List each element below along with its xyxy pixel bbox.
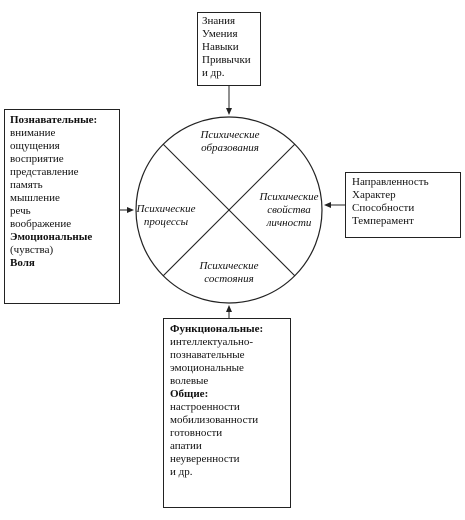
mental-processes-label-line-1: Психические [136, 203, 196, 215]
mental-states-label-line-2: состояния [204, 273, 254, 285]
habits-line: Привычки [202, 54, 251, 66]
attention-item: внимание [10, 127, 56, 139]
readiness-item: готовности [170, 427, 223, 439]
character-line: Характер [352, 189, 396, 201]
personality-properties-label-line-1: Психические [259, 191, 319, 203]
personality-properties-label: Психические свойства личности [249, 191, 329, 230]
etc-line: и др. [202, 67, 225, 79]
emotional-note: (чувства) [10, 244, 54, 256]
circle-divider-line-2 [162, 143, 296, 277]
mental-processes-label: Психические процессы [131, 203, 201, 229]
orientation-line: Направленность [352, 176, 429, 188]
personality-properties-box: Направленность Характер Способности Темп… [345, 172, 461, 238]
sensations-item: ощущения [10, 140, 60, 152]
mood-item: настроенности [170, 401, 240, 413]
mobilization-item: мобилизованности [170, 414, 259, 426]
personality-properties-label-line-2: свойства [267, 204, 311, 216]
memory-item: память [10, 179, 43, 191]
etc-item: и др. [170, 466, 193, 478]
mental-states-box: Функциональные: интеллектуально- познава… [163, 318, 291, 508]
volitional-item: волевые [170, 375, 209, 387]
mental-states-label-line-1: Психические [199, 260, 259, 272]
cognitive-item: познавательные [170, 349, 245, 361]
cognitive-heading: Познавательные: [10, 114, 98, 126]
psyche-circle [135, 116, 323, 304]
mental-formations-label: Психические образования [190, 129, 270, 155]
general-heading: Общие: [170, 388, 209, 400]
mental-formations-label-line-2: образования [201, 142, 259, 154]
skills-line: Навыки [202, 41, 239, 53]
abilities-line: Умения [202, 28, 238, 40]
speech-item: речь [10, 205, 31, 217]
personality-properties-label-line-3: личности [266, 217, 312, 229]
knowledge-line: Знания [202, 15, 236, 27]
mental-processes-box: Познавательные: внимание ощущения воспри… [4, 109, 120, 304]
perception-item: восприятие [10, 153, 64, 165]
emotional-item: эмоциональные [170, 362, 244, 374]
intellectual-item: интеллектуально- [170, 336, 254, 348]
thinking-item: мышление [10, 192, 60, 204]
knowledge-skills-box: Знания Умения Навыки Привычки и др. [197, 12, 261, 86]
temperament-line: Темперамент [352, 215, 414, 227]
mental-processes-label-line-2: процессы [143, 216, 189, 228]
representation-item: представление [10, 166, 79, 178]
abilities-line: Способности [352, 202, 415, 214]
mental-states-label: Психические состояния [184, 260, 274, 286]
mental-formations-label-line-1: Психические [200, 129, 260, 141]
will-heading: Воля [10, 257, 35, 269]
uncertainty-item: неуверенности [170, 453, 240, 465]
functional-heading: Функциональные: [170, 323, 264, 335]
imagination-item: воображение [10, 218, 72, 230]
emotional-heading: Эмоциональные [10, 231, 93, 243]
apathy-item: апатии [170, 440, 202, 452]
